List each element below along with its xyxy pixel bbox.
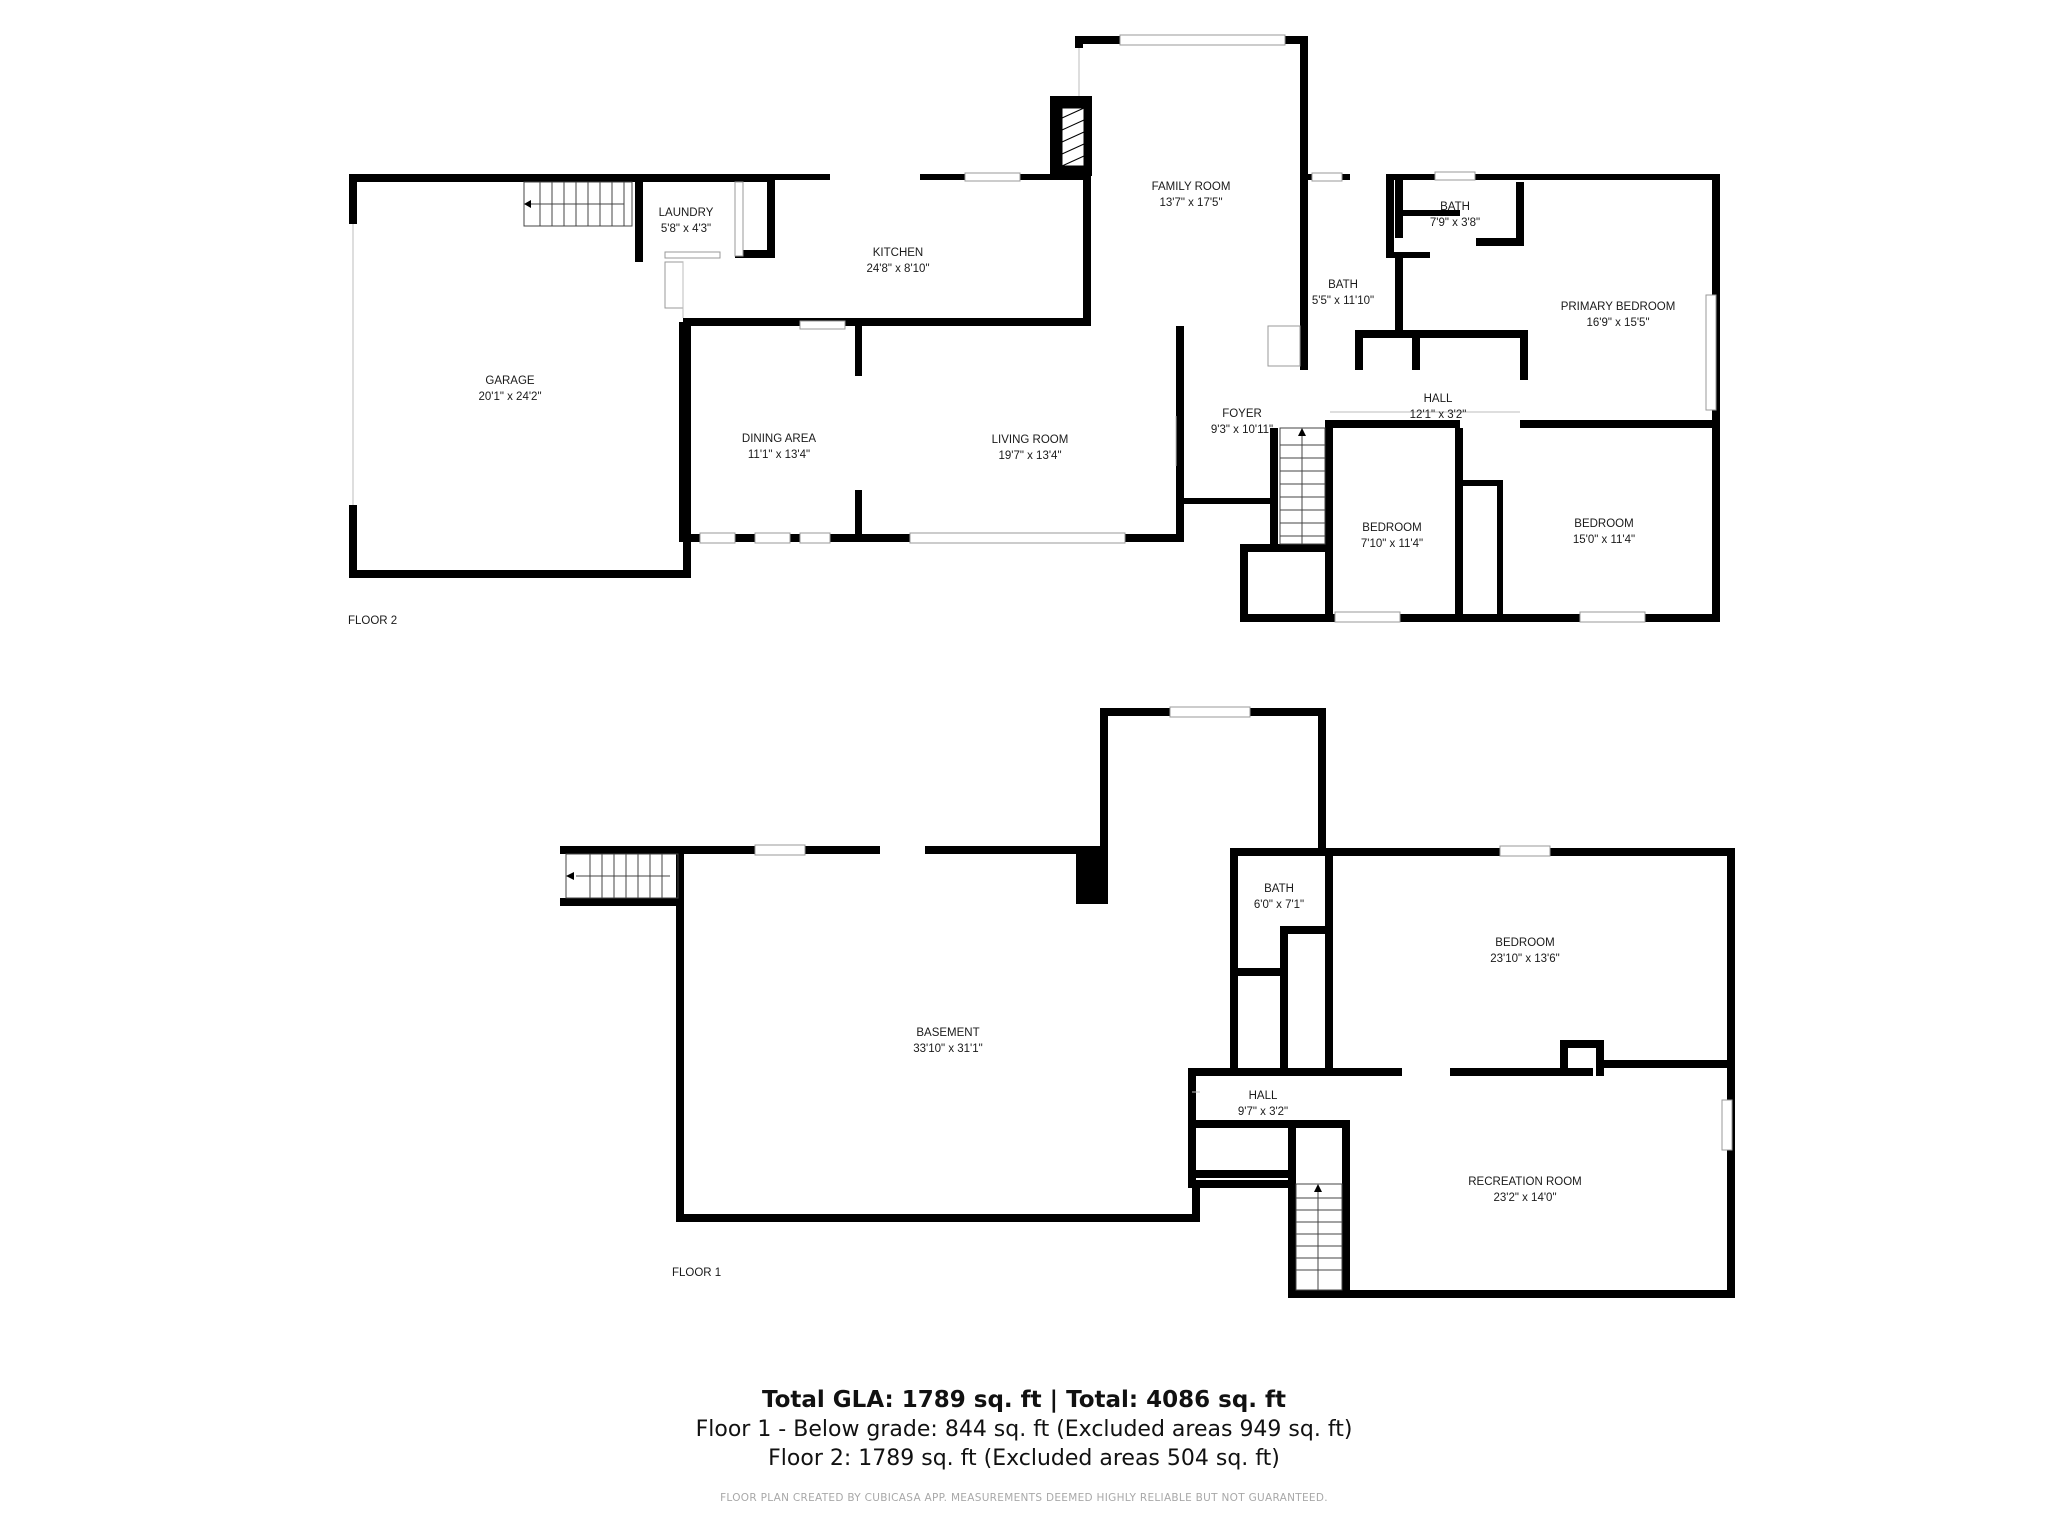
room-dims: 5'5" x 11'10" (1312, 295, 1374, 307)
room-dims: 12'1" x 3'2" (1410, 409, 1467, 421)
room-name: HALL (1249, 1090, 1278, 1102)
room-name: BEDROOM (1574, 518, 1633, 530)
primary-suite-walls (1355, 171, 1720, 428)
room-name: KITCHEN (873, 247, 923, 259)
floor-1-label: FLOOR 1 (672, 1267, 721, 1279)
room-dims: 20'1" x 24'2" (478, 391, 541, 403)
room-dims: 19'7" x 13'4" (998, 450, 1061, 462)
room-dims: 33'10" x 31'1" (913, 1043, 982, 1055)
dining-living-walls (679, 320, 1184, 544)
disclaimer: FLOOR PLAN CREATED BY CUBICASA APP. MEAS… (720, 1492, 1328, 1504)
room-name: RECREATION ROOM (1468, 1176, 1582, 1188)
room-name: FAMILY ROOM (1152, 181, 1231, 193)
room-name: HALL (1424, 393, 1453, 405)
total-area-line: Total GLA: 1789 sq. ft | Total: 4086 sq.… (761, 1387, 1287, 1413)
basement-stairs (565, 853, 679, 899)
bath-walls (1267, 172, 1720, 370)
room-name: PRIMARY BEDROOM (1561, 301, 1676, 313)
basement-walls (560, 706, 1338, 1222)
room-name: BEDROOM (1362, 522, 1421, 534)
floor-1-plan: FLOOR 1 BATH 6'0" x 7'1" BEDROOM 23'10" … (560, 706, 1735, 1298)
room-dims: 6'0" x 7'1" (1254, 899, 1304, 911)
room-dims: 7'9" x 3'8" (1430, 217, 1480, 229)
room-dims: 13'7" x 17'5" (1159, 197, 1222, 209)
room-dims: 15'0" x 11'4" (1573, 534, 1635, 546)
room-name: LIVING ROOM (992, 434, 1069, 446)
room-name: GARAGE (485, 375, 535, 387)
kitchen-walls (664, 172, 1091, 326)
room-name: LAUNDRY (659, 207, 714, 219)
room-dims: 11'1" x 13'4" (748, 449, 810, 461)
east-wing-walls (1188, 845, 1735, 1298)
laundry-walls (635, 174, 775, 262)
floor-1-room-labels: BATH 6'0" x 7'1" BEDROOM 23'10" x 13'6" … (913, 883, 1581, 1204)
garage-stairs (523, 181, 633, 227)
floor-2-area-line: Floor 2: 1789 sq. ft (Excluded areas 504… (768, 1446, 1280, 1471)
room-dims: 5'8" x 4'3" (661, 223, 711, 235)
floor-2-plan: FLOOR 2 GARAGE 20'1" x 24'2" LAUNDRY 5'8… (348, 34, 1720, 627)
floor-2-label: FLOOR 2 (348, 615, 397, 627)
room-name: BATH (1264, 883, 1294, 895)
area-summary: Total GLA: 1789 sq. ft | Total: 4086 sq.… (0, 1385, 2048, 1473)
room-name: DINING AREA (742, 433, 816, 445)
room-dims: 24'8" x 8'10" (866, 263, 929, 275)
floor-1-area-line: Floor 1 - Below grade: 844 sq. ft (Exclu… (695, 1417, 1353, 1442)
family-room-walls (1050, 34, 1308, 326)
room-name: FOYER (1222, 408, 1262, 420)
room-name: BEDROOM (1495, 937, 1554, 949)
foyer-stairs (1279, 427, 1326, 545)
room-dims: 23'2" x 14'0" (1493, 1192, 1556, 1204)
room-name: BATH (1328, 279, 1358, 291)
floor-2-room-labels: GARAGE 20'1" x 24'2" LAUNDRY 5'8" x 4'3"… (478, 181, 1675, 550)
room-name: BATH (1440, 201, 1470, 213)
room-dims: 9'3" x 10'11" (1211, 424, 1273, 436)
room-dims: 23'10" x 13'6" (1490, 953, 1559, 965)
rec-room-stairs (1295, 1183, 1343, 1291)
room-dims: 9'7" x 3'2" (1238, 1106, 1288, 1118)
room-name: BASEMENT (916, 1027, 979, 1039)
bedroom-wing-walls (1175, 411, 1720, 623)
room-dims: 7'10" x 11'4" (1361, 538, 1423, 550)
room-dims: 16'9" x 15'5" (1586, 317, 1649, 329)
